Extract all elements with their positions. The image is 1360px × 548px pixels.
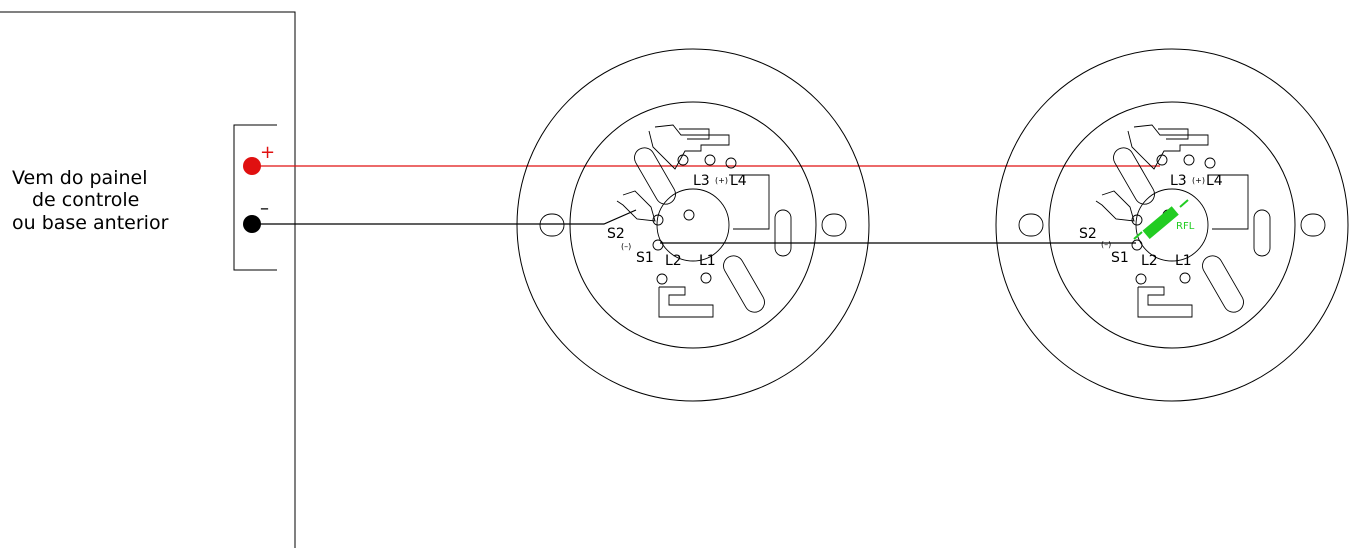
terminal-s1: S1 bbox=[1111, 250, 1129, 266]
terminal-neg: (–) bbox=[1101, 240, 1111, 249]
terminal-pos: (+) bbox=[715, 176, 728, 185]
terminal-s2: S2 bbox=[607, 226, 625, 242]
terminal-l4: L4 bbox=[1206, 173, 1223, 189]
terminal-pos: (+) bbox=[1192, 176, 1205, 185]
terminal-neg: (–) bbox=[621, 242, 631, 251]
panel-label-line-2: de controle bbox=[32, 189, 139, 211]
terminal-s2: S2 bbox=[1079, 226, 1097, 242]
detector-base-2: RFL S2 (–) S1 L2 L1 L3 (+) L4 bbox=[995, 48, 1349, 402]
terminal-l3: L3 bbox=[693, 173, 710, 189]
terminal-l3: L3 bbox=[1170, 173, 1187, 189]
negative-sign: – bbox=[260, 198, 269, 219]
control-panel: Vem do painel de controle ou base anteri… bbox=[0, 11, 296, 548]
terminal-l2: L2 bbox=[1141, 253, 1158, 269]
detector-base-1: S2 (–) S1 L2 L1 L3 (+) L4 bbox=[516, 48, 870, 402]
terminal-l2: L2 bbox=[665, 253, 682, 269]
terminal-s1: S1 bbox=[636, 250, 654, 266]
terminal-l1: L1 bbox=[1175, 253, 1192, 269]
eol-resistor bbox=[1142, 206, 1179, 240]
resistor-label: RFL bbox=[1176, 221, 1195, 232]
terminal-l1: L1 bbox=[699, 253, 716, 269]
negative-wire bbox=[252, 209, 637, 225]
terminal-l4: L4 bbox=[730, 173, 747, 189]
panel-label-line-1: Vem do painel bbox=[12, 167, 147, 189]
panel-label-line-3: ou base anterior bbox=[12, 212, 169, 234]
wiring bbox=[252, 165, 1160, 244]
positive-sign: + bbox=[260, 142, 275, 163]
